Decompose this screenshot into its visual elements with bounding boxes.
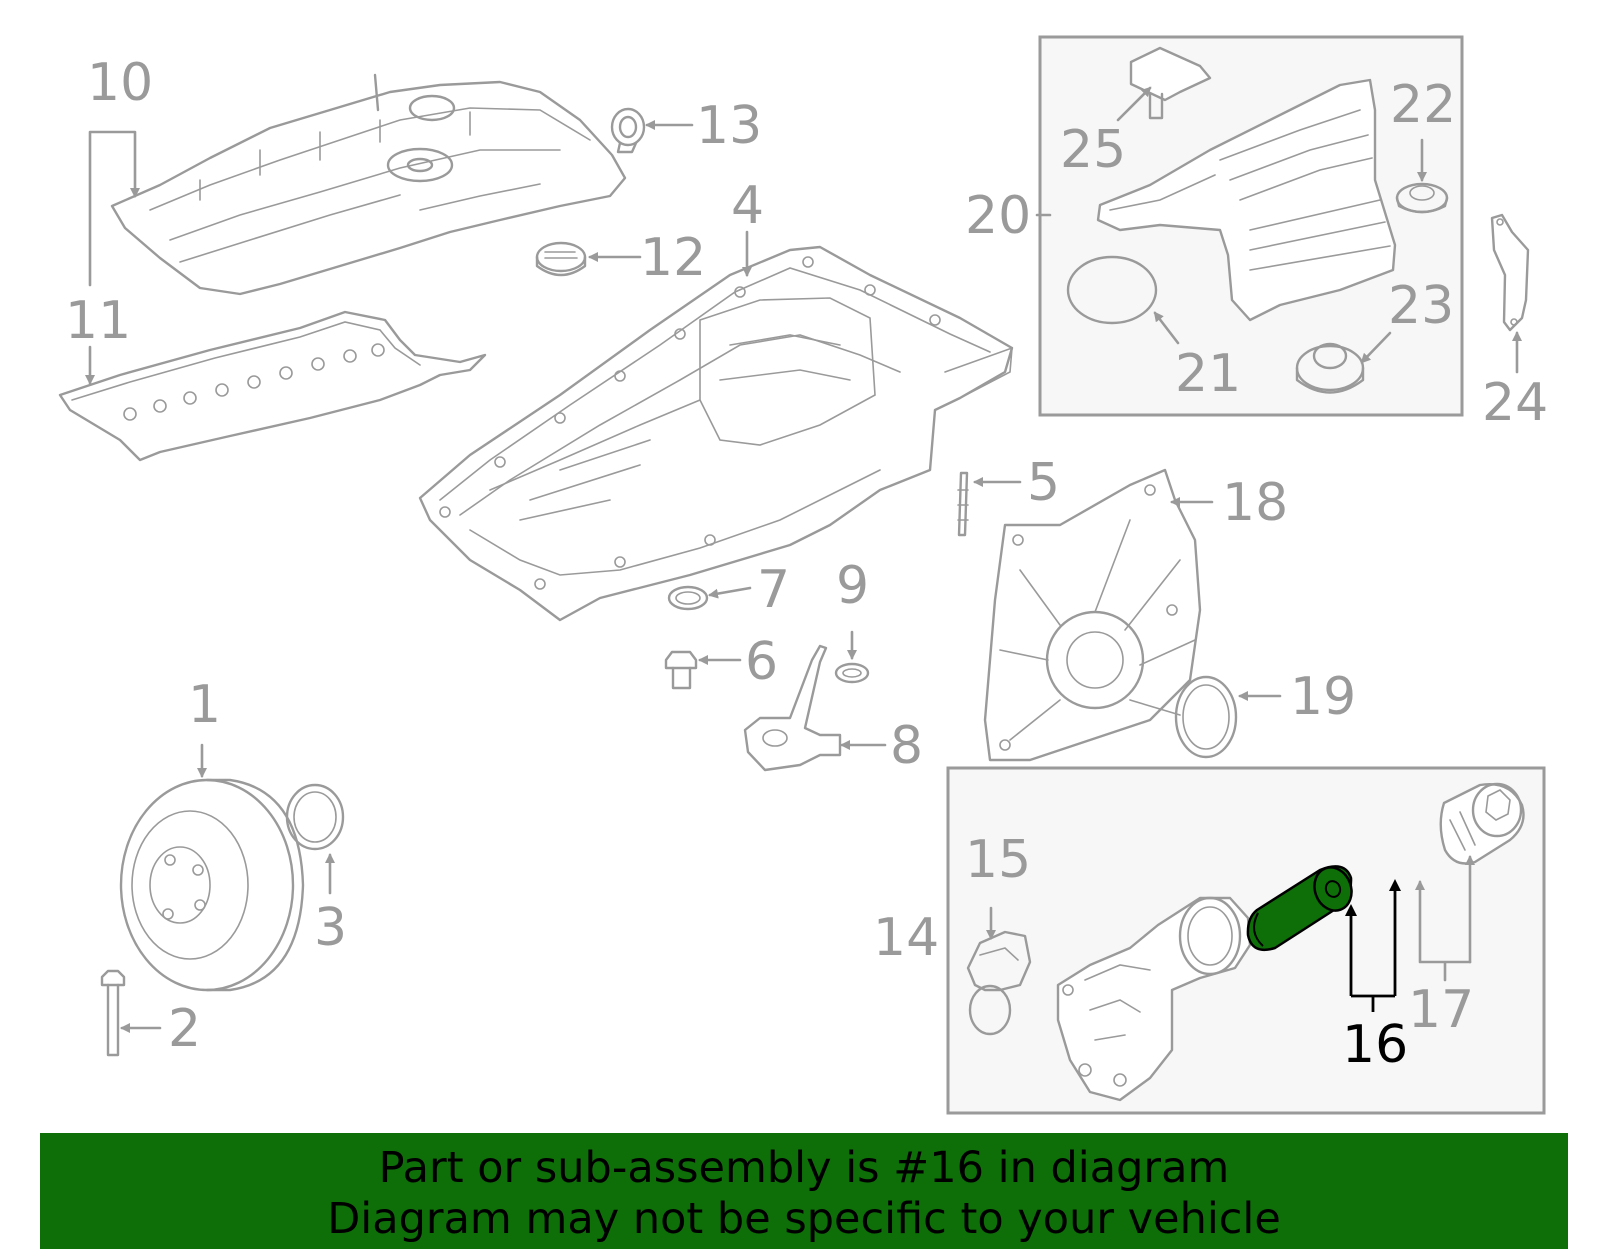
timing-cover-seal-part (1174, 675, 1238, 759)
banner-part-line: Part or sub-assembly is #16 in diagram (378, 1143, 1230, 1193)
callout-2: 2 (168, 999, 201, 1059)
valve-cover-gasket-part (58, 310, 487, 462)
callout-21: 21 (1175, 344, 1241, 404)
intercooler-bracket-part (1490, 213, 1530, 332)
balancer-bolt-part (100, 969, 126, 1057)
dipstick-tube-part (957, 471, 969, 537)
callout-5: 5 (1027, 453, 1060, 513)
callout-8: 8 (890, 716, 923, 776)
intercooler-mount-part (1295, 342, 1365, 394)
callout-22: 22 (1390, 75, 1456, 135)
callout-24: 24 (1482, 373, 1548, 433)
timing-cover-part (983, 468, 1202, 762)
callout-6: 6 (745, 632, 778, 692)
callout-13: 13 (696, 96, 762, 156)
oil-filter-housing-part (1056, 896, 1252, 1102)
callout-labels: 10 11 12 13 4 5 18 7 9 6 8 19 1 3 2 20 2… (65, 53, 1548, 1075)
callout-23: 23 (1388, 276, 1454, 336)
oil-pan-part (418, 245, 1014, 622)
callout-4: 4 (731, 176, 764, 236)
callout-9: 9 (836, 556, 869, 616)
leader-lines (85, 86, 1522, 1033)
callout-7: 7 (757, 560, 790, 620)
intake-gasket-part (1066, 255, 1158, 325)
callout-25: 25 (1060, 120, 1126, 180)
oil-filler-cap-part (535, 241, 587, 277)
callout-12: 12 (640, 228, 706, 288)
callout-18: 18 (1222, 473, 1288, 533)
callout-3: 3 (314, 898, 347, 958)
callout-20: 20 (965, 186, 1031, 246)
banner-disclaimer-line: Diagram may not be specific to your vehi… (327, 1194, 1281, 1244)
drain-plug-washer-part (667, 585, 709, 611)
pcv-plug-part (610, 107, 646, 154)
callout-17: 17 (1408, 980, 1474, 1040)
drain-plug-part (664, 650, 698, 690)
callout-16: 16 (1342, 1015, 1408, 1075)
callout-1: 1 (188, 675, 221, 735)
oil-filter-cap-part (1439, 782, 1525, 865)
harmonic-balancer-part (119, 778, 305, 992)
intake-grommet-part (1395, 182, 1449, 214)
callout-11: 11 (65, 291, 131, 351)
oil-level-sensor-part (743, 644, 842, 772)
callout-10: 10 (87, 53, 153, 113)
intercooler-part (1096, 78, 1397, 322)
callout-14: 14 (873, 908, 939, 968)
valve-cover-part (110, 73, 627, 296)
callout-19: 19 (1290, 667, 1356, 727)
info-banner: Part or sub-assembly is #16 in diagram D… (40, 1133, 1568, 1249)
callout-15: 15 (965, 830, 1031, 890)
crankshaft-seal-part (285, 783, 345, 851)
sensor-o-ring-part (834, 662, 870, 684)
